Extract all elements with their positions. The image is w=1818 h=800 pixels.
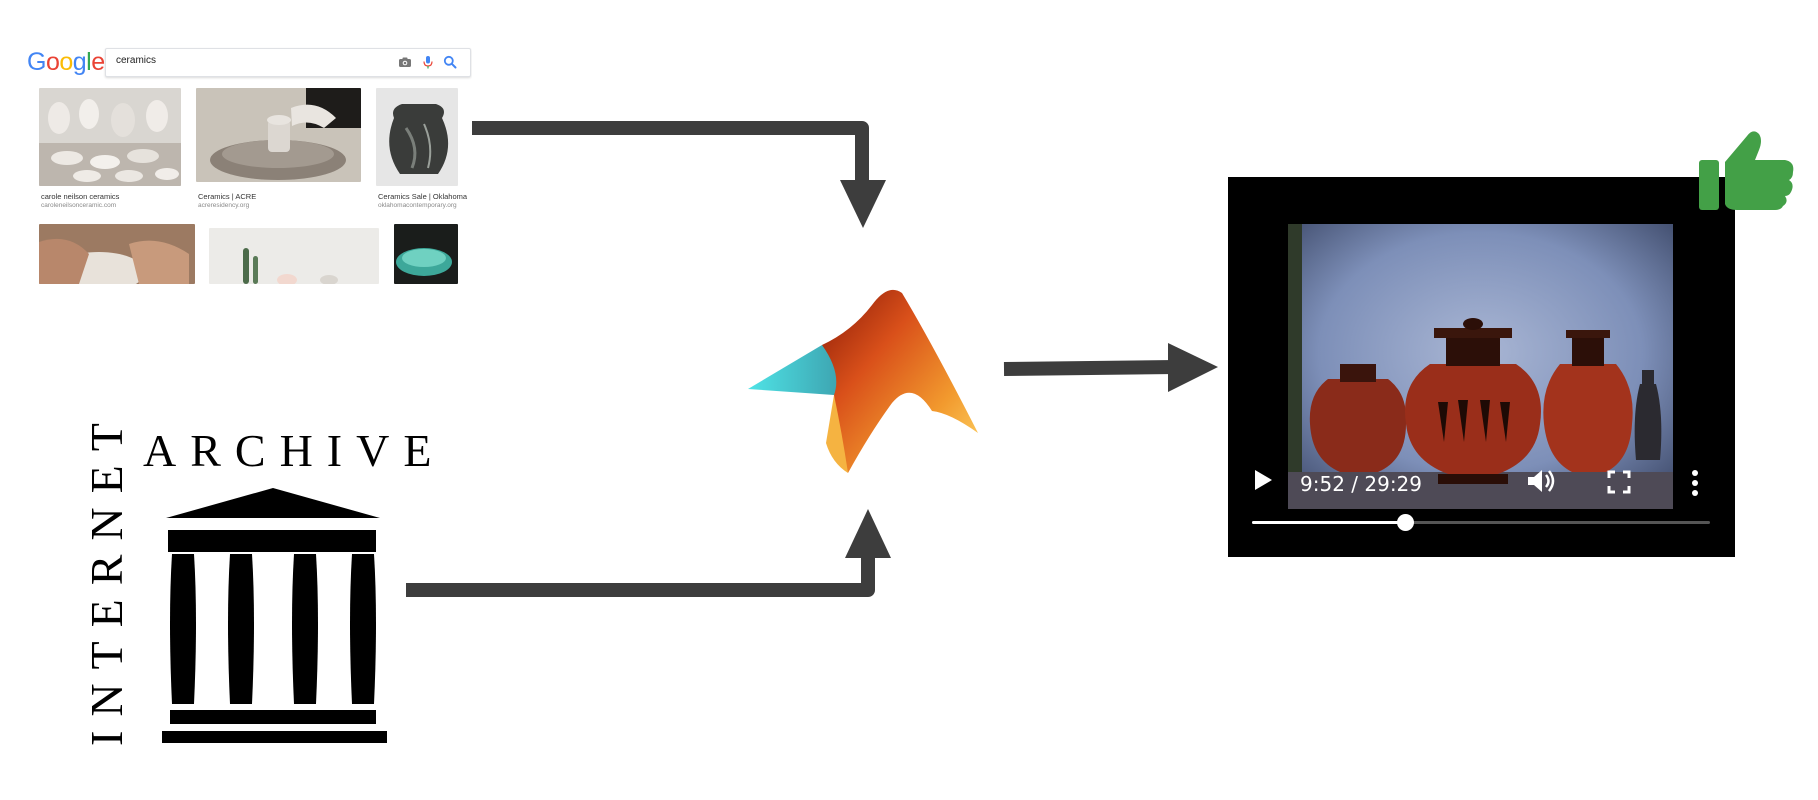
progress-scrubber[interactable] bbox=[1397, 514, 1415, 531]
arrow-google-to-processor bbox=[470, 121, 869, 185]
image-result-pottery-bowls[interactable] bbox=[39, 88, 181, 186]
image-result-hands-clay[interactable] bbox=[39, 224, 195, 284]
search-input[interactable]: ceramics bbox=[116, 55, 157, 66]
thumbs-up-icon bbox=[1699, 131, 1794, 210]
fullscreen-icon[interactable] bbox=[1606, 469, 1632, 495]
volume-icon[interactable] bbox=[1526, 467, 1558, 495]
video-time: 9:52 / 29:29 bbox=[1300, 472, 1423, 496]
progress-bar[interactable] bbox=[1252, 514, 1710, 531]
result-source: acreresidency.org bbox=[198, 202, 250, 209]
microphone-icon[interactable] bbox=[421, 55, 435, 69]
result-title[interactable]: Ceramics | ACRE bbox=[198, 192, 257, 201]
play-icon[interactable] bbox=[1252, 468, 1274, 492]
progress-fill bbox=[1252, 521, 1406, 524]
arrowhead-up bbox=[845, 509, 891, 558]
more-vert-icon[interactable] bbox=[1690, 469, 1700, 497]
result-title[interactable]: Ceramics Sale | Oklahoma bbox=[378, 192, 468, 201]
matlab-membrane-logo bbox=[748, 289, 978, 473]
arrowhead-right bbox=[1168, 343, 1218, 392]
image-result-pottery-wheel[interactable] bbox=[196, 88, 361, 182]
image-result-pitcher[interactable] bbox=[376, 88, 458, 186]
internet-wordmark: INTERNET bbox=[81, 409, 132, 746]
image-result-cactus-pots[interactable] bbox=[209, 228, 379, 284]
internet-archive-temple-icon bbox=[162, 488, 387, 743]
result-source: oklahomacontemporary.org bbox=[378, 202, 457, 209]
archive-wordmark: ARCHIVE bbox=[143, 425, 446, 476]
result-source: caroleneilsonceramic.com bbox=[41, 202, 117, 209]
search-icon[interactable] bbox=[443, 55, 457, 69]
image-result-green-bowl[interactable] bbox=[394, 224, 458, 284]
search-box[interactable]: ceramics bbox=[105, 48, 471, 77]
result-title[interactable]: carole neilson ceramics bbox=[41, 192, 120, 201]
video-frame-vases bbox=[1288, 224, 1673, 509]
google-logo: Google bbox=[27, 48, 105, 76]
google-image-search: Google ceramics carole bbox=[22, 46, 472, 286]
arrow-processor-to-video bbox=[1003, 360, 1177, 376]
video-player[interactable]: 9:52 / 29:29 bbox=[1228, 177, 1735, 557]
camera-icon[interactable] bbox=[398, 55, 412, 69]
arrow-archive-to-processor bbox=[406, 545, 875, 597]
arrowhead-down bbox=[840, 180, 886, 228]
